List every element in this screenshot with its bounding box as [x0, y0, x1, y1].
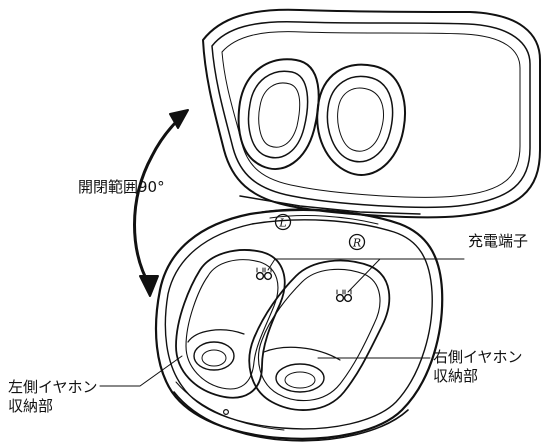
lid-left-cup — [237, 58, 320, 170]
opening-range-text: 開閉範囲90° — [78, 178, 165, 196]
right-earbud-cavity — [248, 259, 391, 411]
right-storage-label: 右側イヤホン 収納部 — [433, 348, 523, 386]
case-base — [154, 208, 444, 442]
right-marker: R — [348, 233, 366, 251]
lid-right-cup — [316, 63, 406, 176]
left-storage-label: 左側イヤホン 収納部 — [8, 378, 98, 416]
leader-lines — [99, 258, 465, 387]
right-storage-line2: 収納部 — [433, 367, 479, 385]
right-storage-line1: 右側イヤホン — [433, 348, 523, 366]
left-storage-line2: 収納部 — [8, 397, 54, 415]
charging-terminal-label: 充電端子 — [468, 232, 528, 251]
left-charging-pins — [255, 267, 273, 281]
leader-charging-right — [347, 258, 381, 293]
case-lid — [202, 8, 541, 219]
svg-text:R: R — [352, 237, 361, 250]
right-charging-pins — [335, 289, 353, 303]
leader-charging-left — [267, 258, 465, 271]
opening-range-label: 開閉範囲90° — [78, 178, 165, 197]
opening-range-arrow-icon — [133, 109, 189, 297]
left-marker: L — [274, 213, 292, 231]
leader-left-storage — [99, 355, 183, 387]
left-earbud-cavity — [175, 249, 286, 399]
left-storage-line1: 左側イヤホン — [8, 378, 98, 396]
charging-terminal-text: 充電端子 — [468, 232, 529, 250]
svg-text:L: L — [278, 217, 286, 230]
